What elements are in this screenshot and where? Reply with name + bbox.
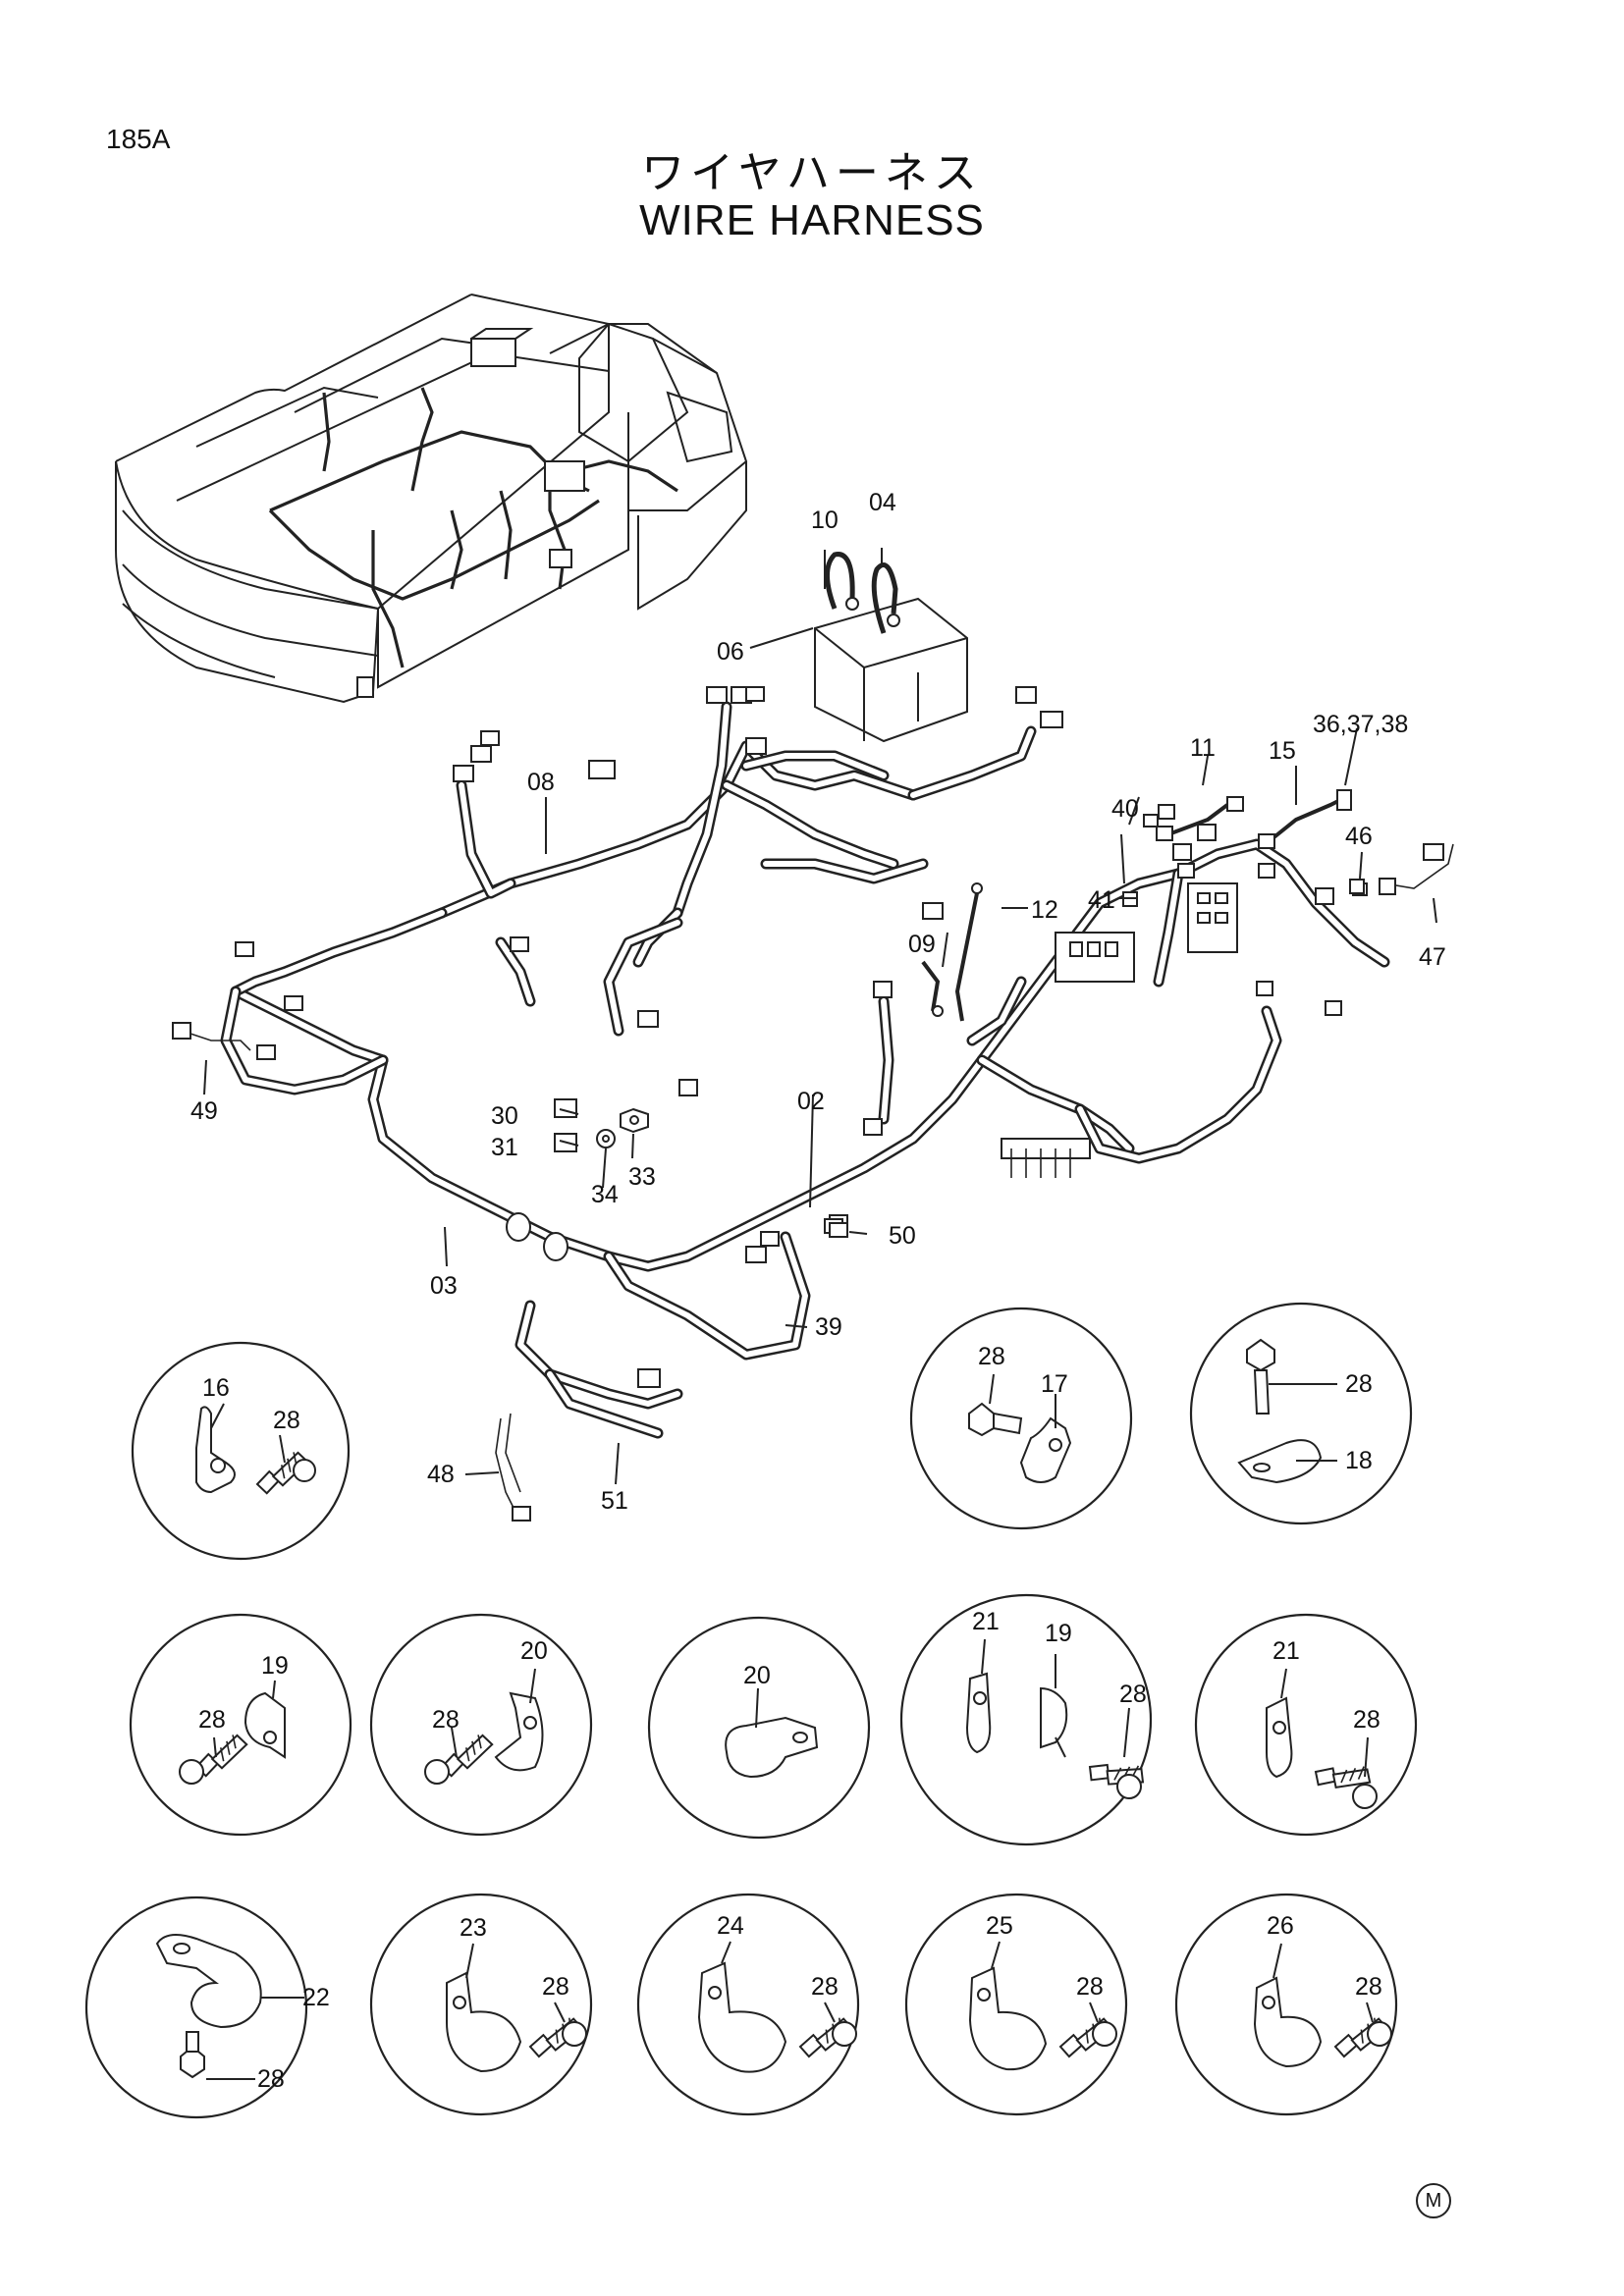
detail-1-label-16: 16 — [202, 1374, 230, 1402]
detail-6-label-20: 20 — [743, 1662, 771, 1689]
leader-lines — [203, 548, 1437, 1485]
title-english: WIRE HARNESS — [639, 196, 985, 244]
callout-33: 33 — [628, 1163, 656, 1191]
callout-47: 47 — [1419, 943, 1446, 971]
callout-10: 10 — [811, 507, 839, 534]
detail-12-label-25: 25 — [986, 1912, 1013, 1940]
detail-8-label-28: 28 — [1353, 1706, 1380, 1734]
title-japanese: ワイヤハーネス — [641, 148, 983, 198]
callout-06: 06 — [717, 638, 744, 666]
detail-circle-10: 23 28 — [369, 1893, 593, 2116]
detail-circle-4: 19 28 — [129, 1613, 352, 1837]
main-harness-illustration — [172, 686, 1454, 1522]
callout-48: 48 — [427, 1461, 455, 1488]
detail-10-label-28: 28 — [542, 1973, 569, 2001]
detail-circle-11: 24 28 — [636, 1893, 860, 2116]
detail-circle-8: 21 28 — [1194, 1613, 1418, 1837]
detail-circle-1: 16 28 — [131, 1341, 351, 1561]
detail-5-label-28: 28 — [432, 1706, 460, 1734]
detail-3-label-18: 18 — [1345, 1447, 1373, 1474]
detail-circle-12: 25 28 — [904, 1893, 1128, 2116]
page-number: 185A — [106, 124, 171, 154]
detail-5-label-20: 20 — [520, 1637, 548, 1665]
callout-30: 30 — [491, 1102, 518, 1130]
relay-block-illustration — [1001, 882, 1238, 1178]
callout-04: 04 — [869, 489, 896, 516]
detail-circle-3: 28 18 — [1189, 1302, 1413, 1525]
detail-2-label-17: 17 — [1041, 1370, 1068, 1398]
callout-31: 31 — [491, 1134, 518, 1161]
callout-46: 46 — [1345, 823, 1373, 850]
detail-13-label-28: 28 — [1355, 1973, 1382, 2001]
callout-36-37-38: 36,37,38 — [1313, 711, 1408, 738]
detail-11-label-24: 24 — [717, 1912, 744, 1940]
callout-49: 49 — [190, 1097, 218, 1125]
detail-circle-6: 20 — [647, 1616, 871, 1840]
callout-15: 15 — [1269, 737, 1296, 765]
detail-7-label-19: 19 — [1045, 1620, 1072, 1647]
callout-50: 50 — [889, 1222, 916, 1250]
detail-circle-5: 20 28 — [369, 1613, 593, 1837]
detail-11-label-28: 28 — [811, 1973, 839, 2001]
detail-9-label-22: 22 — [302, 1984, 330, 2011]
detail-9-label-28: 28 — [257, 2065, 285, 2093]
machine-overview-illustration — [115, 294, 748, 704]
callout-09: 09 — [908, 931, 936, 958]
callout-03: 03 — [430, 1272, 458, 1300]
callout-40: 40 — [1111, 795, 1139, 823]
detail-4-label-28: 28 — [198, 1706, 226, 1734]
callout-39: 39 — [815, 1313, 842, 1341]
detail-2-label-28: 28 — [978, 1343, 1005, 1370]
callout-51: 51 — [601, 1487, 628, 1515]
battery-illustration — [814, 552, 968, 743]
detail-7-label-28: 28 — [1119, 1681, 1147, 1708]
detail-13-label-26: 26 — [1267, 1912, 1294, 1940]
detail-circle-9: 22 28 — [84, 1896, 330, 2119]
callout-labels: 10 04 06 08 11 15 36,37,38 40 46 41 12 0… — [190, 489, 1446, 1515]
detail-3-label-28: 28 — [1345, 1370, 1373, 1398]
callout-41: 41 — [1088, 886, 1115, 914]
callout-34: 34 — [591, 1181, 619, 1208]
callout-02: 02 — [797, 1088, 825, 1115]
detail-4-label-19: 19 — [261, 1652, 289, 1680]
detail-7-label-21: 21 — [972, 1608, 1000, 1635]
detail-1-label-28: 28 — [273, 1407, 300, 1434]
detail-circle-7: 21 19 28 — [899, 1593, 1153, 1846]
callout-08: 08 — [527, 769, 555, 796]
detail-10-label-23: 23 — [460, 1914, 487, 1942]
callout-12: 12 — [1031, 896, 1058, 924]
m-mark-icon: M — [1416, 2183, 1451, 2218]
callout-11: 11 — [1190, 734, 1216, 762]
detail-12-label-28: 28 — [1076, 1973, 1104, 2001]
detail-8-label-21: 21 — [1272, 1637, 1300, 1665]
detail-circle-13: 26 28 — [1174, 1893, 1398, 2116]
detail-circle-2: 28 17 — [909, 1307, 1133, 1530]
